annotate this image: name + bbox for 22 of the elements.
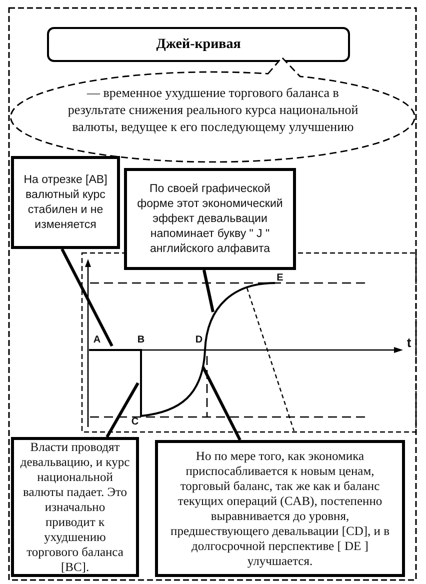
point-label: C: [131, 416, 139, 428]
callout-text: Власти проводят девальвацию, и курс национальной валюты падает. Это изначально приводит к ухудшению торгового баланса [BC].: [19, 440, 131, 574]
point-label: E: [276, 272, 284, 284]
point-label: A: [93, 334, 101, 346]
title-text: Джей-кривая: [156, 36, 241, 52]
title-box: [47, 27, 350, 62]
leader-line: [106, 382, 140, 438]
definition-text: — временное ухудшение торгового баланса в результате снижения реального курса национальной валюты, ведущее к его последующему улучшению: [66, 84, 360, 135]
callout-box: [124, 168, 296, 270]
axis-label: t: [406, 336, 412, 350]
point-label: B: [137, 334, 145, 346]
callout-text: На отрезке [AB] валютный курс стабилен и не изменяется: [22, 172, 108, 232]
leader-line: [202, 366, 242, 441]
point-label: D: [195, 334, 203, 346]
callout-box: [11, 156, 120, 249]
callout-text: По своей графической форме этот экономический эффект девальвации напоминает букву " J " английского алфавита: [136, 182, 284, 256]
callout-text: Но по мере того, как экономика приспосабливается к новым ценам, торговый баланс, так же как и баланс текущих операций (CAB), постепенно выравнивается до уровня, предшествующего девальвации [CD], и в долгосрочной перспективе [ DE ] улучшается.: [170, 448, 390, 568]
callout-box: [155, 440, 405, 577]
speech-bubble: [10, 56, 416, 163]
leader-line: [60, 248, 114, 347]
callout-box: [11, 437, 139, 577]
leader-line: [202, 270, 214, 312]
